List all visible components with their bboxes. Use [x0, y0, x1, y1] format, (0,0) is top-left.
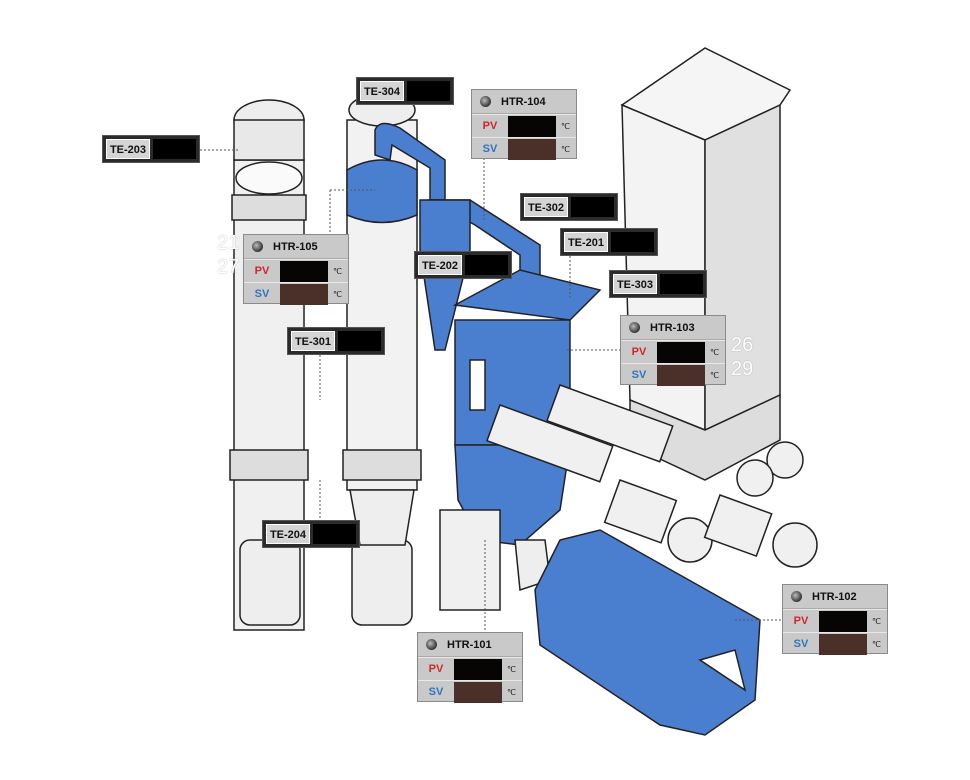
htr-102-panel[interactable]: HTR-102 PV ℃ SV ℃ — [782, 584, 888, 655]
sv-label: SV — [428, 686, 444, 698]
unit: ℃ — [507, 664, 516, 674]
htr-104-panel[interactable]: HTR-104 PV ℃ SV ℃ — [471, 89, 577, 160]
pv-value — [280, 260, 328, 282]
heater-title: HTR-104 — [501, 95, 546, 108]
unit: ℃ — [507, 687, 516, 697]
te-303-tag[interactable]: TE-303 — [609, 270, 707, 298]
sv-value-input[interactable] — [819, 633, 867, 655]
heater-title: HTR-103 — [650, 321, 695, 334]
tag-label: TE-303 — [613, 274, 657, 294]
heater-title: HTR-101 — [447, 638, 492, 651]
unit: ℃ — [872, 639, 881, 649]
sv-value-input[interactable] — [657, 364, 705, 386]
tag-label: TE-204 — [266, 524, 310, 544]
tag-value-display — [338, 331, 381, 351]
tag-value-display — [660, 274, 703, 294]
screw-feeders — [486, 384, 818, 568]
pv-value — [508, 115, 556, 137]
tag-value-display — [465, 255, 508, 275]
status-lamp-icon — [629, 322, 640, 333]
sv-label: SV — [482, 143, 498, 155]
tag-label: TE-201 — [564, 232, 608, 252]
tag-value-display — [611, 232, 654, 252]
status-lamp-icon — [252, 241, 263, 252]
unit: ℃ — [872, 616, 881, 626]
unit: ℃ — [710, 347, 719, 357]
htr-103-panel[interactable]: HTR-103 PV ℃ SV ℃ — [620, 315, 726, 386]
sv-value-input[interactable] — [508, 138, 556, 160]
blue-piping — [346, 122, 541, 351]
unit: ℃ — [333, 289, 342, 299]
te-201-tag[interactable]: TE-201 — [560, 228, 658, 256]
pv-label: PV — [482, 120, 498, 132]
unit: ℃ — [333, 266, 342, 276]
pv-value — [657, 341, 705, 363]
heater-title: HTR-102 — [812, 590, 857, 603]
pv-label: PV — [631, 346, 647, 358]
overlay-number: 29 — [731, 358, 754, 380]
sv-value-input[interactable] — [454, 681, 502, 703]
tag-value-display — [313, 524, 356, 544]
tag-label: TE-202 — [418, 255, 462, 275]
htr-101-panel[interactable]: HTR-101 PV ℃ SV ℃ — [417, 632, 523, 703]
sv-value-input[interactable] — [280, 283, 328, 305]
tag-label: TE-302 — [524, 197, 568, 217]
te-301-tag[interactable]: TE-301 — [287, 327, 385, 355]
tag-label: TE-203 — [106, 139, 150, 159]
sv-label: SV — [793, 638, 809, 650]
tag-value-display — [153, 139, 196, 159]
sv-label: SV — [254, 288, 270, 300]
te-304-tag[interactable]: TE-304 — [356, 77, 454, 105]
unit: ℃ — [561, 121, 570, 131]
tag-label: TE-304 — [360, 81, 404, 101]
status-lamp-icon — [426, 639, 437, 650]
overlay-number: 21 — [217, 232, 240, 254]
te-202-tag[interactable]: TE-202 — [414, 251, 512, 279]
sv-label: SV — [631, 369, 647, 381]
tag-value-display — [407, 81, 450, 101]
status-lamp-icon — [480, 96, 491, 107]
tag-value-display — [571, 197, 614, 217]
overlay-number: 26 — [731, 334, 754, 356]
unit: ℃ — [561, 144, 570, 154]
te-203-tag[interactable]: TE-203 — [102, 135, 200, 163]
tag-label: TE-301 — [291, 331, 335, 351]
overlay-number: 27 — [217, 256, 240, 278]
leader-lines — [200, 149, 782, 632]
pv-label: PV — [254, 265, 270, 277]
te-302-tag[interactable]: TE-302 — [520, 193, 618, 221]
pv-value — [819, 610, 867, 632]
unit: ℃ — [710, 370, 719, 380]
hopper — [620, 47, 792, 481]
rotary-kiln — [534, 529, 761, 736]
left-column — [229, 99, 309, 631]
status-lamp-icon — [791, 591, 802, 602]
pv-value — [454, 658, 502, 680]
heater-title: HTR-105 — [273, 240, 318, 253]
htr-105-panel[interactable]: HTR-105 PV ℃ SV ℃ — [243, 234, 349, 305]
pv-label: PV — [793, 615, 809, 627]
pv-label: PV — [428, 663, 444, 675]
te-204-tag[interactable]: TE-204 — [262, 520, 360, 548]
